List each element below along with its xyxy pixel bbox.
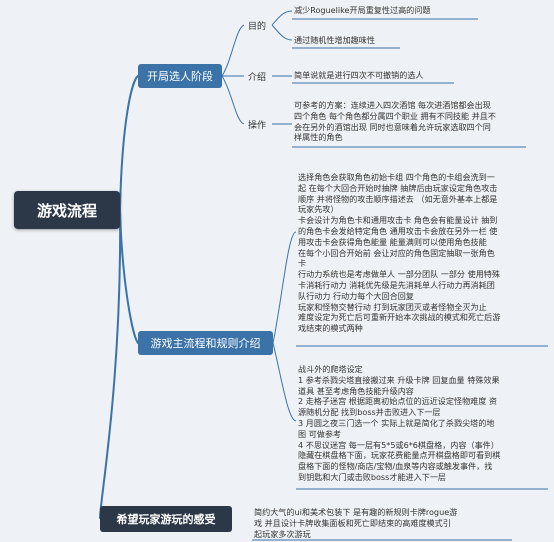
main-flow-rules-text: 选择角色会获取角色初始卡组 四个角色的卡组会洗到一 起 在每个大回合开始时抽牌 … bbox=[298, 172, 501, 334]
tower-climb-settings-text: 战斗外的爬塔设定 1 参考杀戮尖塔直接搬过来 升级卡牌 回复血量 特殊效果 道具… bbox=[298, 364, 501, 482]
operation-text: 可参考的方案：连续进入四次酒馆 每次进酒馆都会出现 四个角色 每个角色都分属四个… bbox=[294, 100, 496, 143]
connector-b2-block2 bbox=[272, 342, 297, 422]
branch-main-flow-rules[interactable]: 游戏主流程和规则介绍 bbox=[138, 331, 273, 355]
desired-experience-text: 简约大气的ui和美术包装下 是有趣的新规则卡牌rogue游 戏 并且设计卡牌收集… bbox=[254, 507, 458, 539]
subnode-operation[interactable]: 操作 bbox=[248, 121, 267, 131]
connector-b1-goal bbox=[221, 24, 245, 77]
intro-text: 简单说就是进行四次不可撤销的选人 bbox=[294, 70, 424, 80]
connector-root-b1 bbox=[119, 75, 139, 211]
branch-opening-selection[interactable]: 开局选人阶段 bbox=[138, 64, 222, 88]
root-node[interactable]: 游戏流程 bbox=[14, 191, 120, 229]
connector-b2-block1 bbox=[272, 231, 297, 344]
connector-root-b2 bbox=[119, 209, 139, 344]
connector-b1-operation bbox=[221, 75, 245, 125]
subnode-intro[interactable]: 介绍 bbox=[248, 73, 267, 83]
connector-goal-items bbox=[271, 10, 293, 41]
goal-item-reduce-repetition: 减少Roguelike开局重复性过高的问题 bbox=[294, 5, 431, 15]
subnode-goal[interactable]: 目的 bbox=[248, 22, 267, 32]
connector-root-b3 bbox=[99, 209, 122, 519]
goal-item-randomness-fun: 通过随机性增加趣味性 bbox=[294, 35, 375, 45]
branch-desired-experience[interactable]: 希望玩家游玩的感受 bbox=[100, 506, 232, 532]
